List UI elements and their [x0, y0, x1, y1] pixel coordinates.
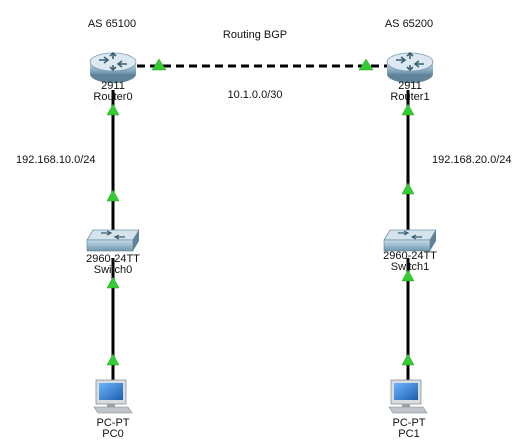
pc0-label: PC-PT PC0 — [97, 418, 130, 440]
wan-subnet-label: 10.1.0.0/30 — [227, 89, 283, 101]
pc1-label: PC-PT PC1 — [393, 418, 426, 440]
link-up-indicator — [106, 353, 120, 366]
pc1-icon[interactable] — [388, 379, 428, 414]
link-indicators — [106, 58, 415, 366]
router1-name: Router1 — [390, 91, 430, 103]
link-up-indicator — [106, 276, 120, 289]
switch1-label: 2960-24TT Switch1 — [383, 251, 437, 273]
lan-left-subnet-label: 192.168.10.0/24 — [16, 154, 96, 166]
pc1-name: PC1 — [398, 428, 420, 440]
switch1-icon[interactable] — [383, 229, 437, 252]
switch0-name: Switch0 — [93, 264, 133, 276]
links — [111, 64, 410, 382]
switch1-model: 2960-24TT — [383, 250, 437, 262]
router1-model: 2911 — [398, 80, 422, 92]
router0-model: 2911 — [101, 80, 125, 92]
link-up-indicator — [106, 189, 120, 202]
switch0-icon[interactable] — [86, 229, 140, 252]
link-up-indicator — [106, 103, 120, 116]
link-up-indicator — [401, 182, 415, 195]
router0-label: 2911 Router0 — [93, 81, 132, 103]
lan-right-subnet-label: 192.168.20.0/24 — [432, 154, 512, 166]
link-up-indicator — [401, 269, 415, 282]
pc0-name: PC0 — [102, 428, 124, 440]
link-up-indicator — [401, 353, 415, 366]
pc0-icon[interactable] — [93, 379, 133, 414]
router1-label: 2911 Router1 — [390, 81, 429, 103]
link-up-indicator — [151, 58, 167, 71]
pc1-model: PC-PT — [392, 417, 426, 429]
router0-icon[interactable] — [89, 51, 137, 83]
link-up-indicator — [358, 58, 374, 71]
switch1-name: Switch1 — [390, 261, 430, 273]
link-up-indicator — [401, 103, 415, 116]
as-right-label: AS 65200 — [384, 18, 434, 30]
as-left-label: AS 65100 — [87, 18, 137, 30]
switch0-label: 2960-24TT Switch0 — [86, 254, 140, 276]
switch0-model: 2960-24TT — [86, 253, 140, 265]
router1-icon[interactable] — [386, 51, 434, 83]
protocol-label: Routing BGP — [222, 29, 288, 41]
router0-name: Router0 — [93, 91, 133, 103]
pc0-model: PC-PT — [96, 417, 130, 429]
